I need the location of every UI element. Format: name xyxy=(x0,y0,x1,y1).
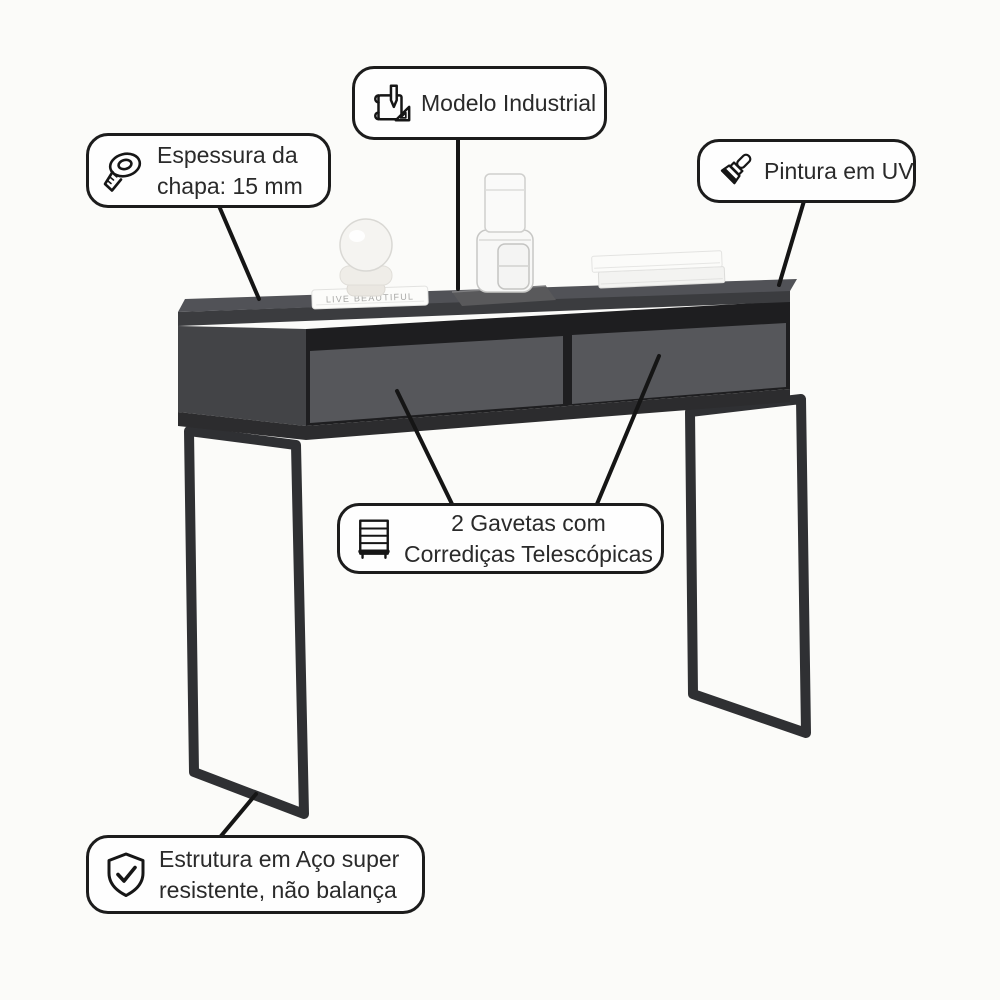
console-table xyxy=(178,279,811,819)
callout-label: 2 Gavetas com Corrediças Telescópicas xyxy=(404,510,653,567)
callout-label: Espessura da chapa: 15 mm xyxy=(157,142,303,199)
callout-label: Pintura em UV xyxy=(764,157,914,184)
measuring-tape-icon xyxy=(101,147,149,195)
table-plinth xyxy=(178,389,790,440)
carafe-cup-top xyxy=(484,173,526,233)
callout-label: Estrutura em Aço super resistente, não b… xyxy=(159,846,400,903)
leader-line-estrutura xyxy=(219,792,258,838)
leader-lines xyxy=(217,137,806,838)
table-leg-left xyxy=(184,426,309,819)
book-stack-page-line2 xyxy=(600,278,723,285)
paint-brush-icon xyxy=(712,149,756,193)
callout-modelo-industrial: Modelo Industrial xyxy=(352,66,607,140)
leader-line-gaveta-left xyxy=(395,389,454,506)
sphere-highlight xyxy=(349,230,365,242)
callout-gavetas: 2 Gavetas com Corrediças Telescópicas xyxy=(337,503,664,574)
callout-estrutura-aco: Estrutura em Aço super resistente, não b… xyxy=(86,835,425,914)
decor-book-with-sphere: LIVE BEAUTIFUL xyxy=(311,218,429,310)
table-left-side-panel xyxy=(178,326,306,426)
drawer-right-front xyxy=(572,323,786,404)
book-page-line xyxy=(316,300,425,306)
callout-label: Modelo Industrial xyxy=(421,89,597,116)
drawer-left-front xyxy=(310,336,563,423)
callout-espessura-chapa: Espessura da chapa: 15 mm xyxy=(86,133,331,208)
book-stack-page-line xyxy=(594,262,721,269)
decor-glass-carafe xyxy=(451,173,556,306)
book-spine-text: LIVE BEAUTIFUL xyxy=(326,291,415,304)
table-top-edge xyxy=(178,290,790,326)
shield-check-icon xyxy=(101,850,151,900)
table-leg-right xyxy=(685,394,811,738)
leader-line-pintura xyxy=(777,199,806,287)
decor-book-stack xyxy=(591,250,726,289)
decor-sphere xyxy=(339,218,393,272)
leader-line-gaveta-right xyxy=(595,354,661,506)
drawers-icon xyxy=(352,516,396,562)
leader-line-espessura xyxy=(217,204,261,301)
blueprint-icon xyxy=(367,80,413,126)
callout-pintura-uv: Pintura em UV xyxy=(697,139,916,203)
